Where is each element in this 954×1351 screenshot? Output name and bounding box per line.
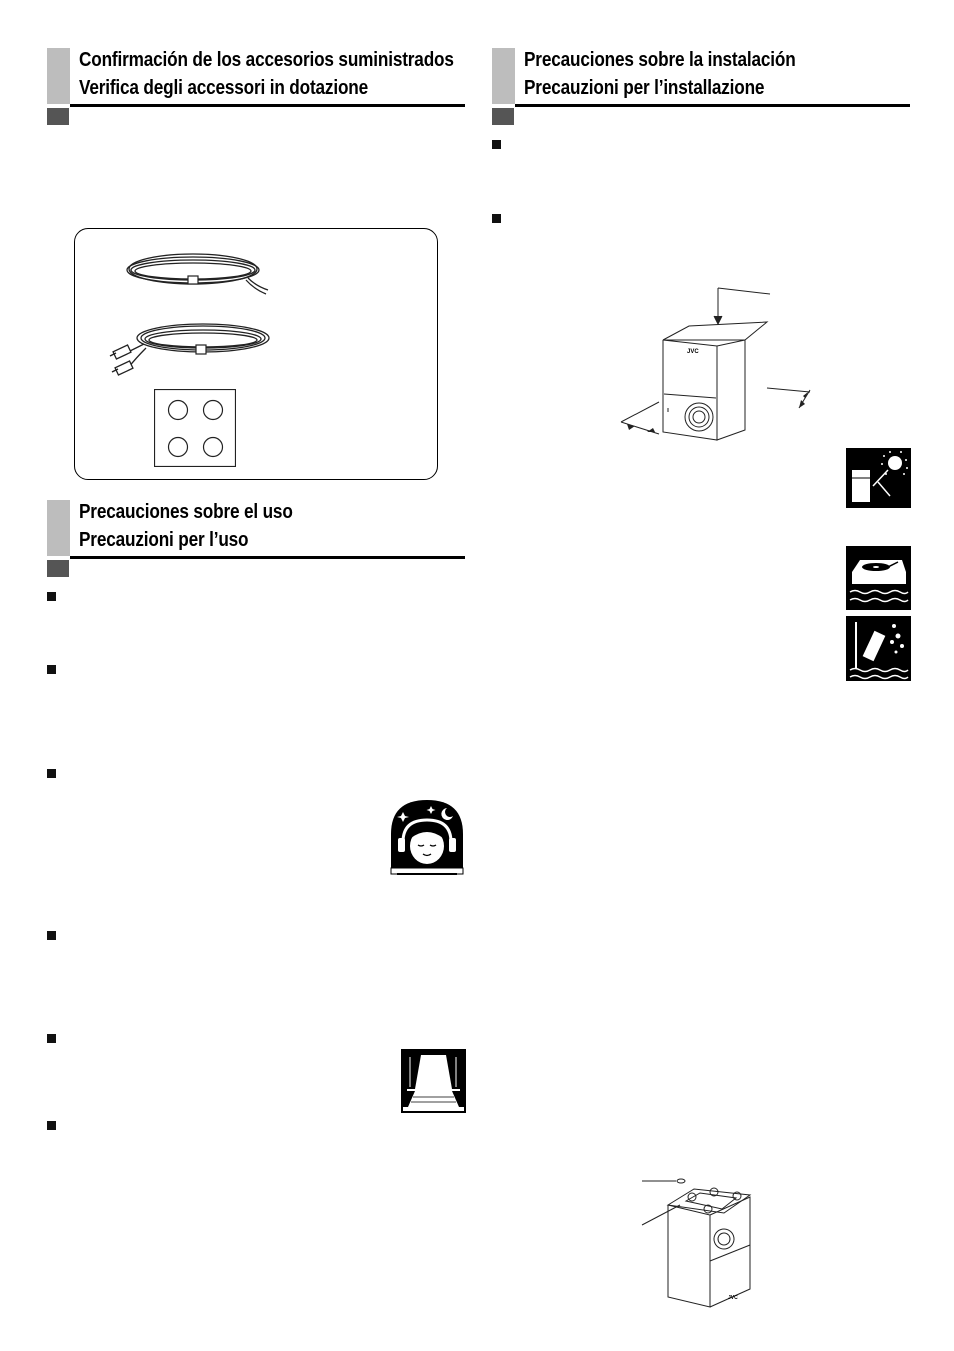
installation-bullet-1 xyxy=(492,140,501,149)
usage-header-rule xyxy=(70,556,465,559)
installation-header-bar xyxy=(492,48,515,104)
accessories-box xyxy=(74,228,438,480)
usage-title-es: Precauciones sobre el uso xyxy=(79,501,293,523)
accessories-language-marker xyxy=(47,108,69,125)
installation-bullet-2 xyxy=(492,214,501,223)
usage-title-it: Precauzioni per l’uso xyxy=(79,529,249,551)
headphones-night-icon xyxy=(390,800,464,875)
accessories-header-bar xyxy=(47,48,70,104)
sunlight-icon xyxy=(846,448,911,514)
rca-pin-cord-icon xyxy=(109,323,270,376)
speaker-brand-label-bottom: JVC xyxy=(728,1295,738,1301)
installation-title-it: Precauzioni per l’installazione xyxy=(524,77,765,99)
usage-bullet-6 xyxy=(47,1121,56,1130)
usage-bullet-1 xyxy=(47,592,56,601)
usage-header-bar xyxy=(47,500,70,556)
foot-pads-icon xyxy=(154,389,236,467)
speaker-brand-label: JVC xyxy=(687,349,699,355)
accessories-title-es: Confirmación de los accesorios suministr… xyxy=(79,49,454,71)
installation-language-marker xyxy=(492,108,514,125)
speaker-cord-icon xyxy=(126,253,269,295)
usage-language-marker xyxy=(47,560,69,577)
usage-bullet-4 xyxy=(47,931,56,940)
installation-title-es: Precauciones sobre la instalación xyxy=(524,49,796,71)
subwoofer-clearance-diagram: JVC xyxy=(620,287,811,441)
installation-header-rule xyxy=(515,104,910,107)
usage-bullet-5 xyxy=(47,1034,56,1043)
usage-bullet-3 xyxy=(47,769,56,778)
turntable-vibration-icon xyxy=(846,546,911,610)
window-curtain-icon xyxy=(401,1049,466,1113)
usage-bullet-2 xyxy=(47,665,56,674)
accessories-title-it: Verifica degli accessori in dotazione xyxy=(79,77,369,99)
accessories-header-rule xyxy=(70,104,465,107)
water-moisture-icon xyxy=(846,616,911,681)
subwoofer-foot-pad-diagram: JVC xyxy=(641,1178,752,1308)
